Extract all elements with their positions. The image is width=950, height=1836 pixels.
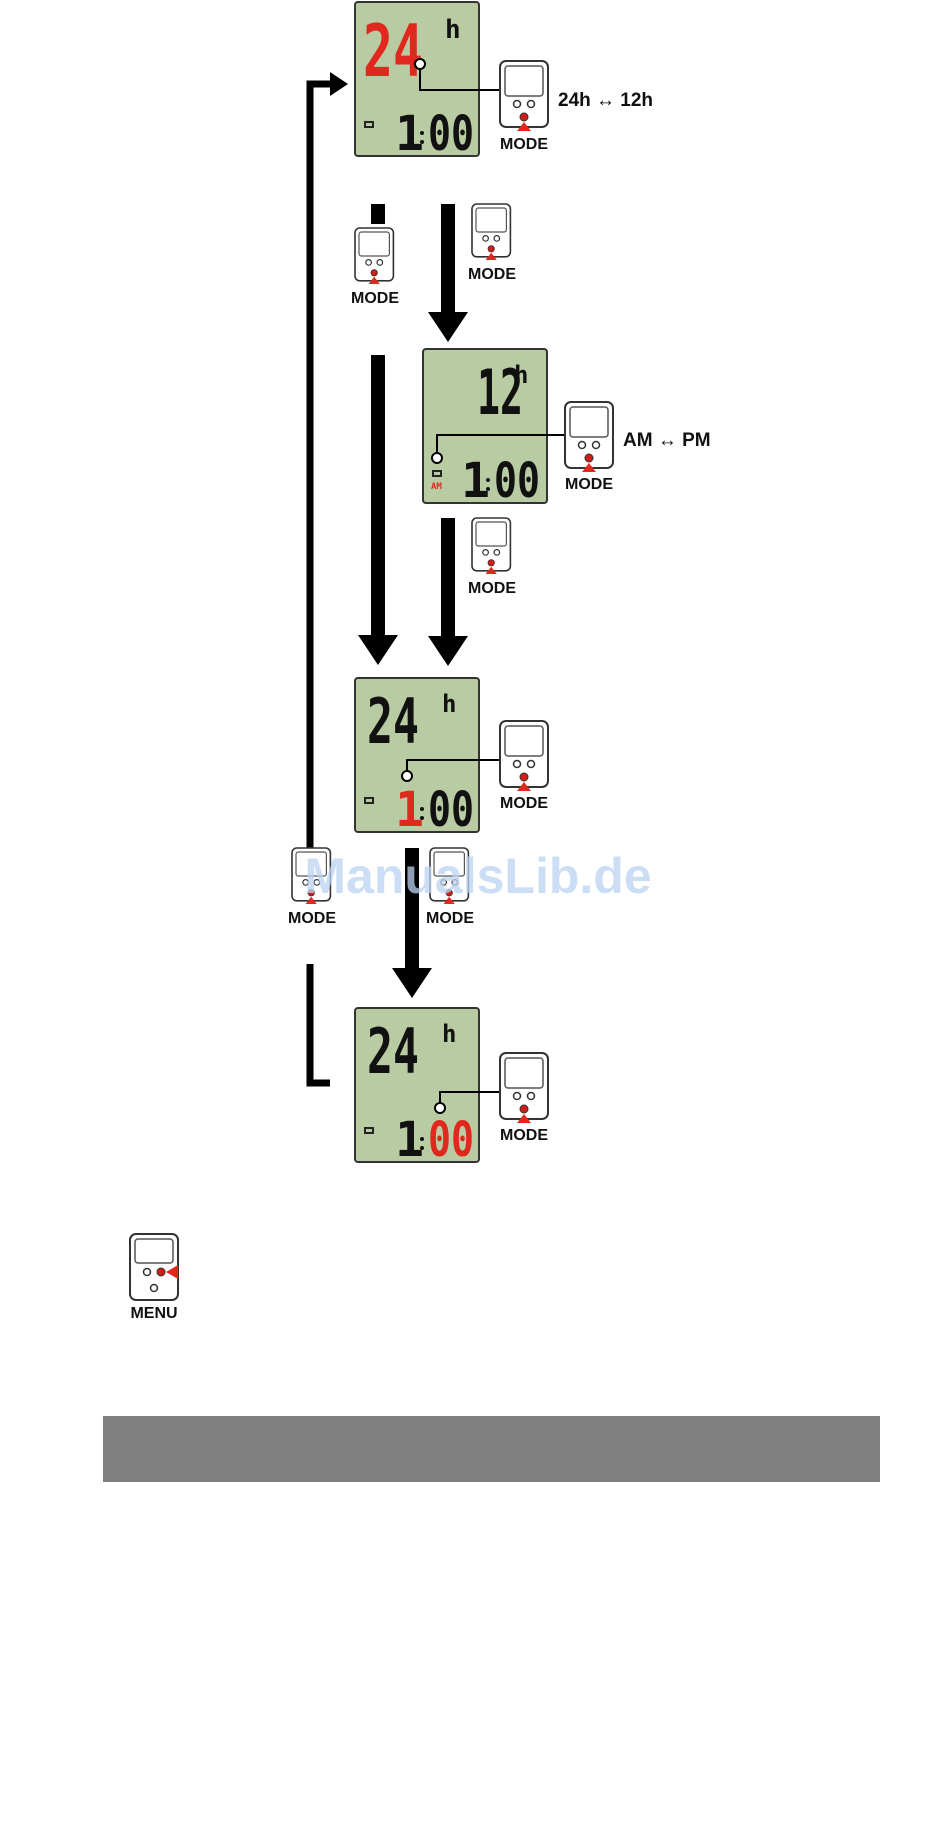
hour-unit: h bbox=[442, 690, 456, 718]
time-hour-digit: 1 bbox=[395, 782, 424, 838]
status-icon bbox=[364, 797, 374, 804]
time-minute-digits: 00 bbox=[428, 1112, 474, 1168]
annotation-am-pm: AM ↔ PM bbox=[623, 430, 711, 451]
hour-unit: h bbox=[445, 15, 461, 45]
time-minute-digits: 00 bbox=[428, 782, 474, 838]
mode-button-label: MODE bbox=[351, 290, 399, 307]
mode-button-label: MODE bbox=[500, 1127, 548, 1144]
menu-button-label: MENU bbox=[130, 1305, 177, 1322]
mode-button-label: MODE bbox=[468, 266, 516, 283]
mode-button-icon bbox=[500, 721, 548, 791]
mode-button-icon bbox=[472, 204, 510, 260]
time-hour-digit: 1 bbox=[461, 453, 490, 509]
lcd-screen-2: 12 h AM 1 00 bbox=[423, 349, 565, 509]
mode-button-icon bbox=[472, 518, 510, 574]
mode-button-icon bbox=[500, 61, 548, 131]
mode-button-label: MODE bbox=[426, 910, 474, 927]
am-indicator: AM bbox=[431, 482, 442, 492]
annotation-24h-12h: 24h ↔ 12h bbox=[558, 90, 653, 111]
mode-button-icon bbox=[500, 1053, 548, 1123]
hour-unit: h bbox=[514, 361, 528, 389]
time-minute-digits: 00 bbox=[428, 106, 474, 162]
section-header-bar bbox=[103, 1416, 880, 1482]
status-icon bbox=[432, 470, 442, 477]
hour-unit: h bbox=[442, 1020, 456, 1048]
mode-button-icon bbox=[565, 402, 613, 472]
mode-button-label: MODE bbox=[500, 136, 548, 153]
lcd-screen-3: 24 h 1 00 bbox=[355, 678, 500, 838]
lcd-screen-1: 24 h 1 00 bbox=[355, 2, 500, 162]
watermark: ManualsLib.de bbox=[304, 848, 651, 904]
mode-button-label: MODE bbox=[565, 476, 613, 493]
time-minute-digits: 00 bbox=[494, 453, 540, 509]
time-hour-digit: 1 bbox=[395, 1112, 424, 1168]
status-icon bbox=[364, 1127, 374, 1134]
status-icon bbox=[364, 121, 374, 128]
hour-format-digits: 24 bbox=[367, 685, 419, 758]
menu-button-icon bbox=[130, 1234, 178, 1300]
time-hour-digit: 1 bbox=[395, 106, 424, 162]
mode-button-label: MODE bbox=[500, 795, 548, 812]
return-flow-line bbox=[310, 72, 348, 1083]
mode-button-label: MODE bbox=[288, 910, 336, 927]
hour-format-digits: 24 bbox=[367, 1015, 419, 1088]
lcd-screen-4: 24 h 1 00 bbox=[355, 1008, 500, 1168]
mode-button-label: MODE bbox=[468, 580, 516, 597]
mode-button-icon bbox=[355, 228, 393, 284]
hour-format-digits: 24 bbox=[363, 9, 423, 93]
